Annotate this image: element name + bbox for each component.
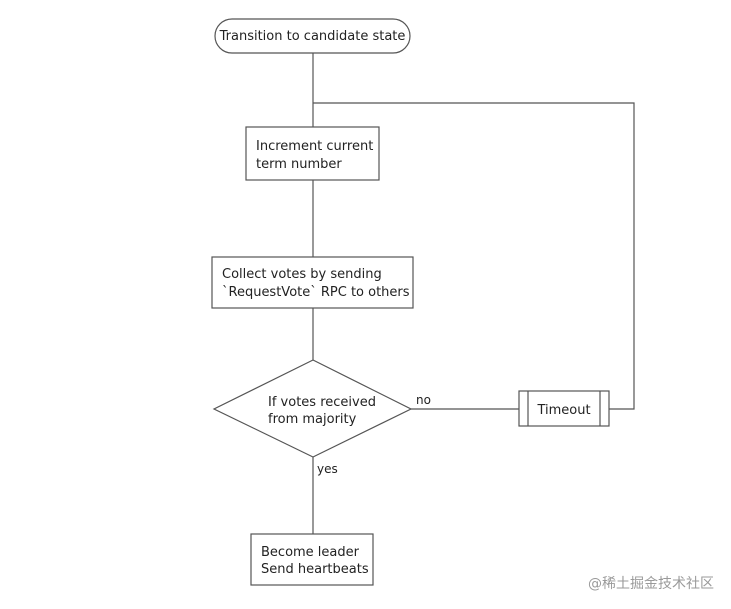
- start-label: Transition to candidate state: [219, 29, 406, 44]
- collect-label: Collect votes by sending `RequestVote` R…: [222, 267, 410, 300]
- timeout-box-shape: [518, 390, 610, 427]
- increment-box-shape: [245, 126, 380, 181]
- node-increment: Increment current term number: [245, 126, 380, 181]
- timeout-label: Timeout: [536, 403, 590, 418]
- leader-label-line-1: Become leader: [261, 545, 360, 560]
- increment-label-line-1: Increment current: [256, 139, 373, 154]
- leader-label-line-2: Send heartbeats: [261, 562, 369, 577]
- edge-label-yes: yes: [317, 462, 338, 476]
- collect-label-line-1: Collect votes by sending: [222, 267, 382, 282]
- collect-box-shape: [211, 256, 414, 309]
- node-decision: If votes received from majority: [212, 359, 413, 458]
- timeout-label-line-1: Timeout: [536, 403, 590, 418]
- decision-label: If votes received from majority: [268, 395, 380, 427]
- node-timeout: Timeout: [518, 390, 610, 427]
- node-leader: Become leader Send heartbeats: [250, 533, 374, 586]
- start-label-line-1: Transition to candidate state: [219, 29, 406, 44]
- start-terminator-shape: [214, 18, 411, 54]
- connectors: [312, 53, 635, 534]
- node-collect: Collect votes by sending `RequestVote` R…: [211, 256, 414, 309]
- edge-label-no: no: [416, 393, 431, 407]
- decision-diamond-shape: [212, 359, 413, 458]
- watermark: @稀土掘金技术社区: [588, 576, 714, 592]
- decision-label-line-1: If votes received: [268, 395, 376, 410]
- collect-label-line-2: `RequestVote` RPC to others: [222, 285, 410, 300]
- node-start: Transition to candidate state: [214, 18, 411, 54]
- edge-timeout-loop-back: [313, 102, 635, 410]
- leader-box-shape: [250, 533, 374, 586]
- decision-label-line-2: from majority: [268, 412, 357, 427]
- increment-label-line-2: term number: [256, 157, 342, 172]
- increment-label: Increment current term number: [256, 139, 377, 172]
- leader-label: Become leader Send heartbeats: [261, 545, 369, 577]
